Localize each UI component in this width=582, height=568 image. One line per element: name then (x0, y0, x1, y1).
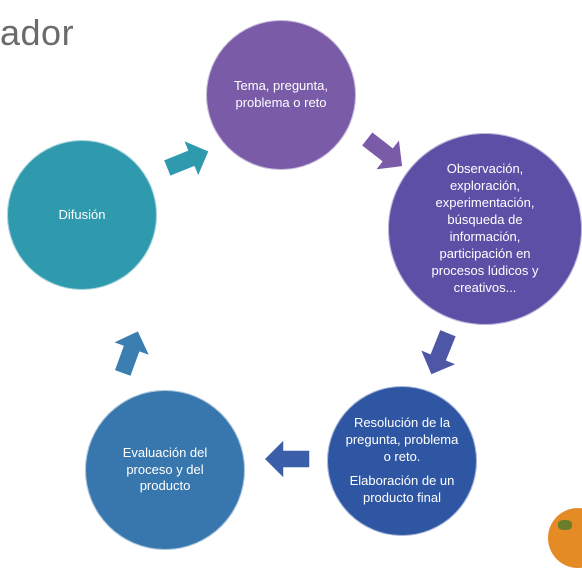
node-resolucion: Resolución de la pregunta, problema o re… (327, 386, 477, 536)
slide-title: ador (0, 12, 75, 53)
node-tema: Tema, pregunta, problema o reto (206, 20, 356, 170)
arrow-difusion-to-tema (162, 138, 211, 180)
arrow-evaluacion-to-difusion (110, 329, 152, 378)
cycle-arrows (110, 130, 460, 481)
node-resolucion-label-b: Elaboración de un producto final (349, 473, 455, 506)
node-resolucion-label-a: Resolución de la pregunta, problema o re… (345, 414, 459, 464)
node-observacion: Observación, exploración, experimentació… (388, 133, 582, 325)
node-observacion-label: Observación, exploración, experimentació… (431, 161, 539, 295)
node-difusion: Difusión (7, 140, 157, 290)
arrow-resolucion-to-evaluacion (262, 437, 311, 481)
arrow-observacion-to-resolucion (418, 328, 460, 377)
node-tema-label: Tema, pregunta, problema o reto (234, 78, 328, 110)
arrow-tema-to-observacion (360, 130, 404, 172)
node-evaluacion: Evaluación del proceso y del producto (85, 390, 245, 550)
node-evaluacion-label: Evaluación del proceso y del producto (122, 444, 208, 494)
node-difusion-label: Difusión (58, 206, 106, 222)
